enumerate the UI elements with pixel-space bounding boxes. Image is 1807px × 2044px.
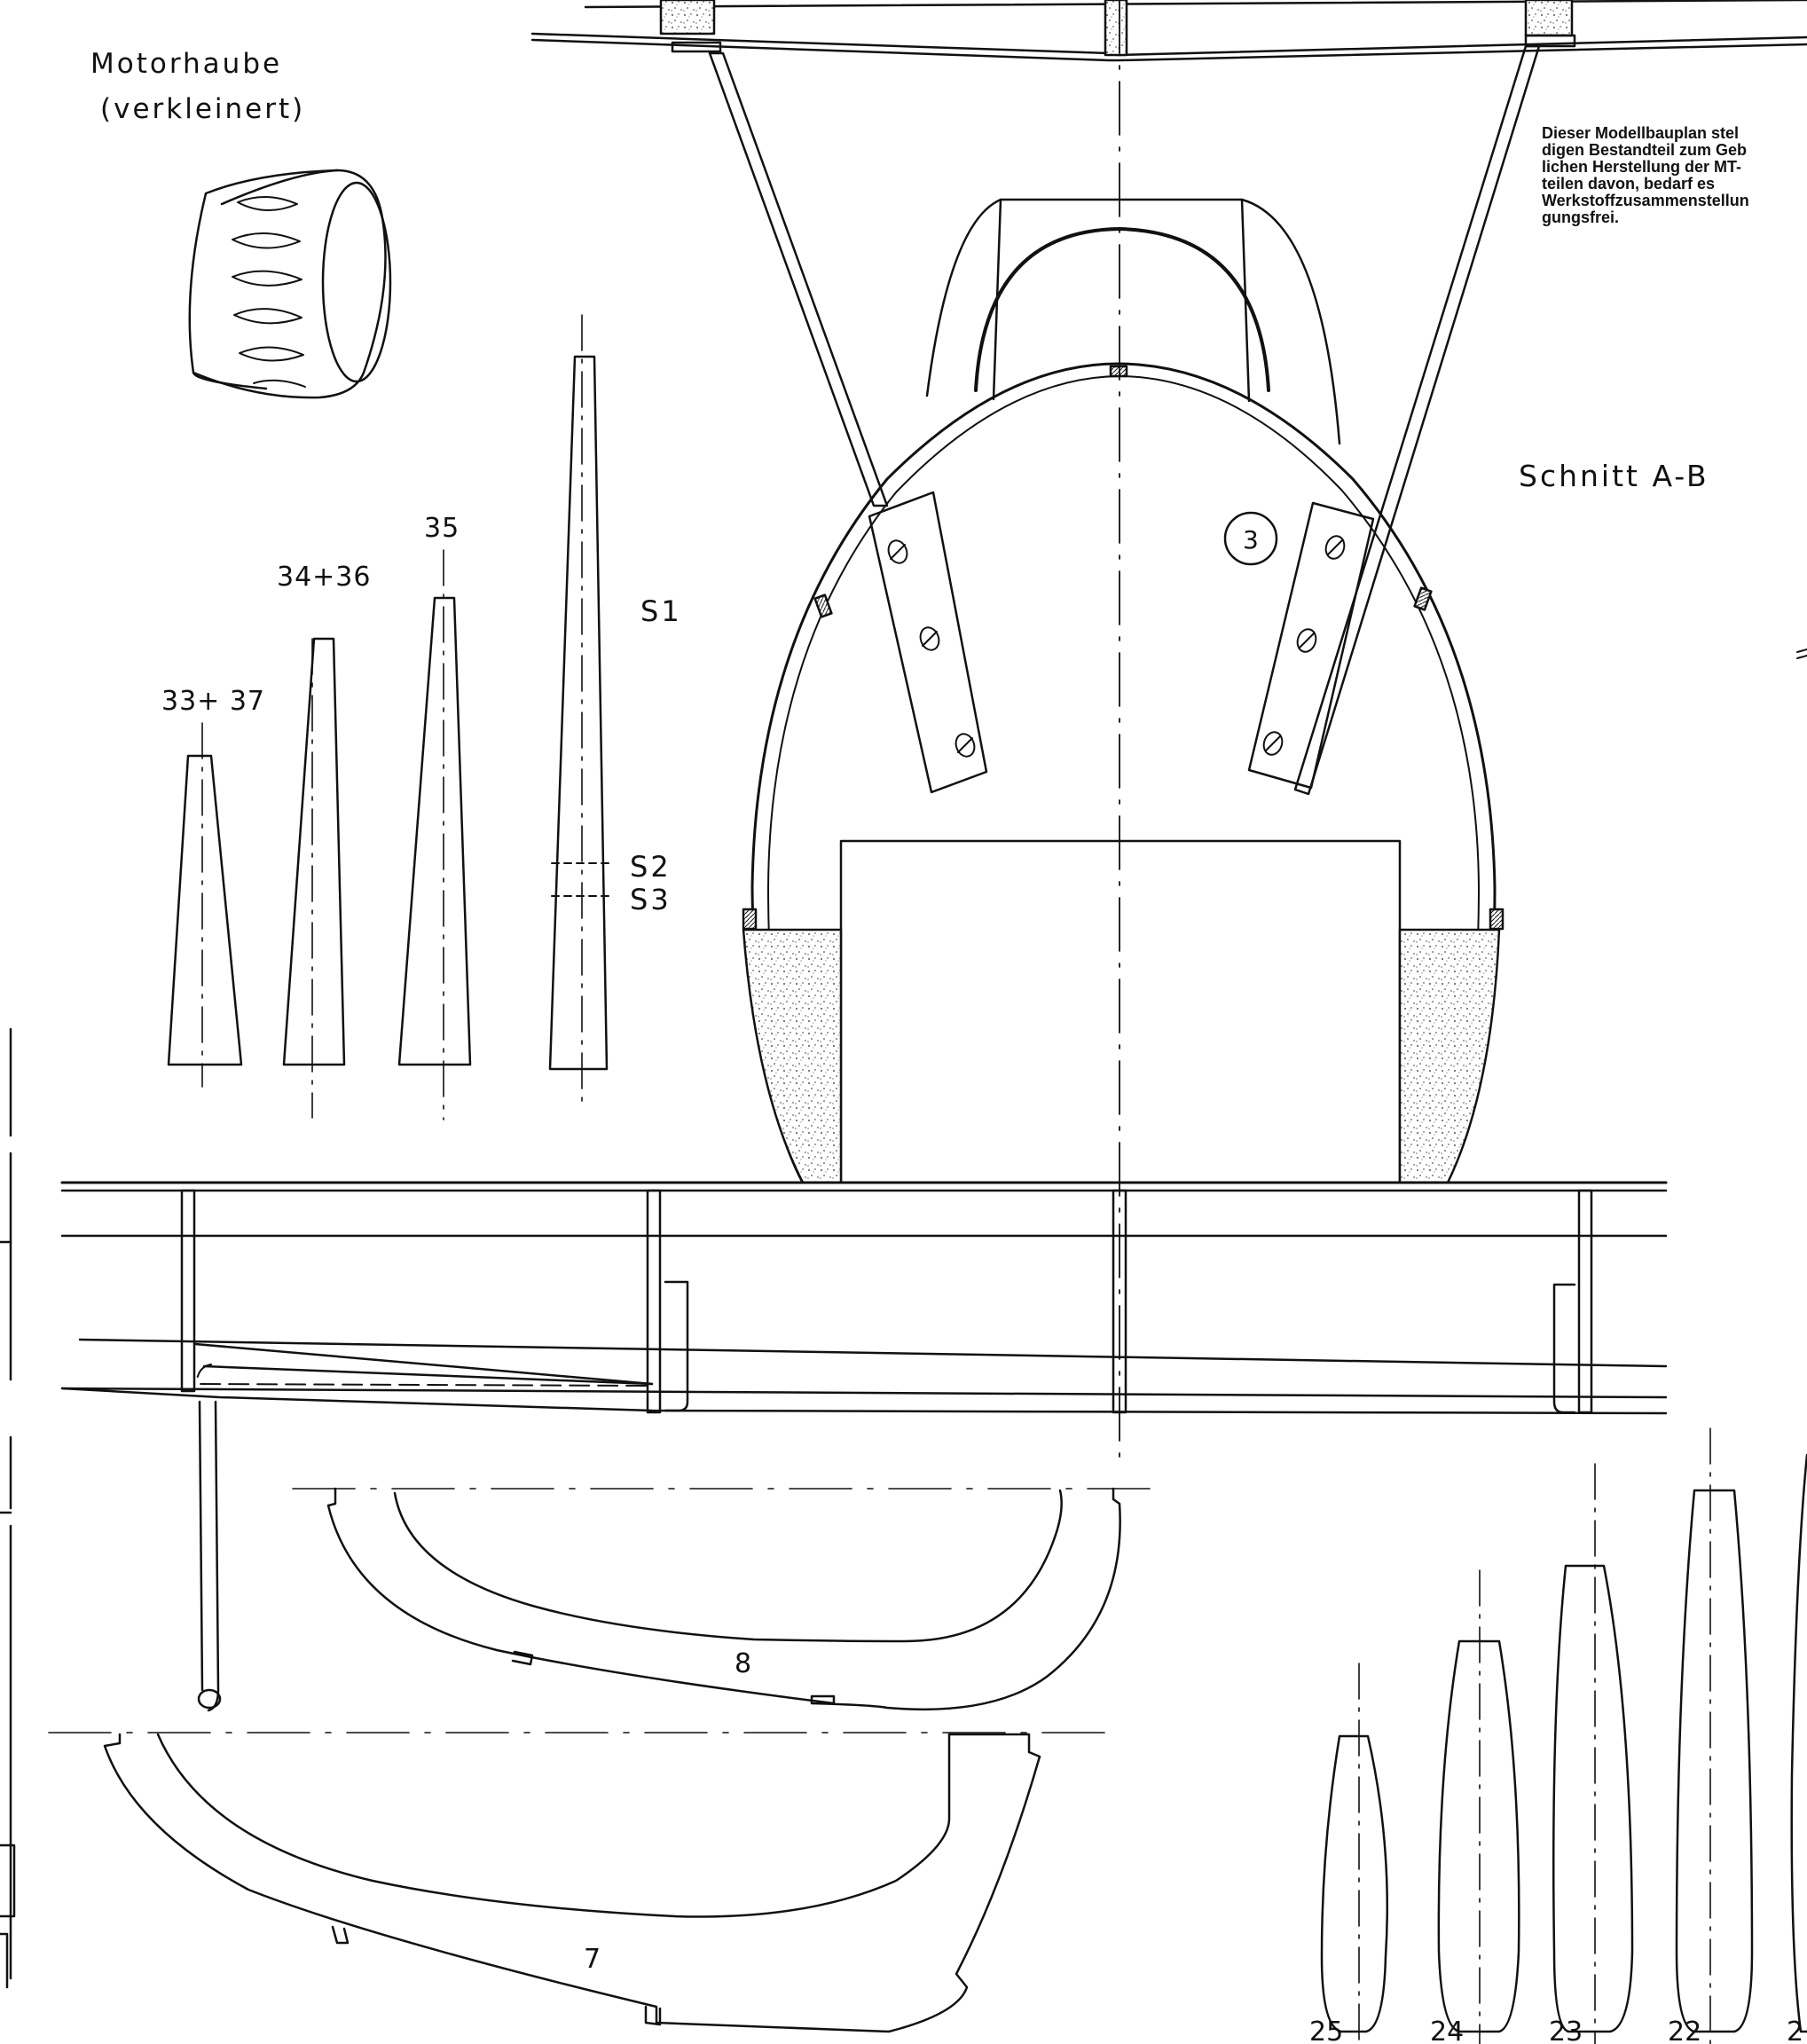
fuselage-section-a-b [708,44,1541,1184]
stave-25 [1320,1663,1388,2044]
note-line: gungsfrei. [1542,208,1620,226]
strut-label-s1: S1 [640,594,682,628]
stave-label-23: 23 [1549,2016,1583,2044]
strut-label-s3: S3 [630,883,672,916]
note-line: teilen davon, bedarf es [1542,175,1716,193]
stave-21 [1790,1453,1807,2033]
strut-label-34-36: 34+36 [277,562,371,593]
rib-label-8: 8 [735,1648,751,1679]
strut-profile-s1 [548,314,609,1110]
left-edge-fragments [0,1027,16,1989]
stave-label-22: 22 [1668,2016,1701,2044]
callout-circle [1223,511,1278,566]
stave-label-21: 2 [1787,2016,1803,2044]
plan-title: Motorhaube [90,48,282,80]
section-label: Schnitt A-B [1519,459,1709,493]
note-line: digen Bestandteil zum Geb [1542,141,1748,159]
stave-24 [1437,1569,1520,2044]
strut-profile-33-37 [167,722,243,1088]
strut-label-35: 35 [424,513,460,544]
note-line: Werkstoffzusammenstellun [1542,192,1749,209]
stave-label-25: 25 [1309,2016,1343,2044]
plan-subtitle: (verkleinert) [100,93,305,125]
rib-7 [48,1732,1105,2033]
stave-label-24: 24 [1430,2016,1464,2044]
stave-22 [1675,1427,1754,2044]
rib-label-7: 7 [584,1944,601,1975]
cowling-sketch [188,169,392,399]
copyright-note: Dieser Modellbauplan stel digen Bestandt… [1542,125,1807,267]
wing-plan-view [60,1181,1668,1712]
strut-profile-34-36 [282,637,346,1119]
rib-8 [292,1487,1154,1711]
stave-23 [1552,1463,1634,2044]
top-wing-section [530,0,1807,62]
strut-label-33-37: 33+ 37 [161,686,265,717]
strut-profile-35 [397,549,472,1120]
note-line: lichen Herstellung der MT- [1542,158,1742,176]
note-line: Dieser Modellbauplan stel [1542,125,1740,142]
strut-label-s2: S2 [630,850,672,884]
callout-number: 3 [1243,525,1259,554]
